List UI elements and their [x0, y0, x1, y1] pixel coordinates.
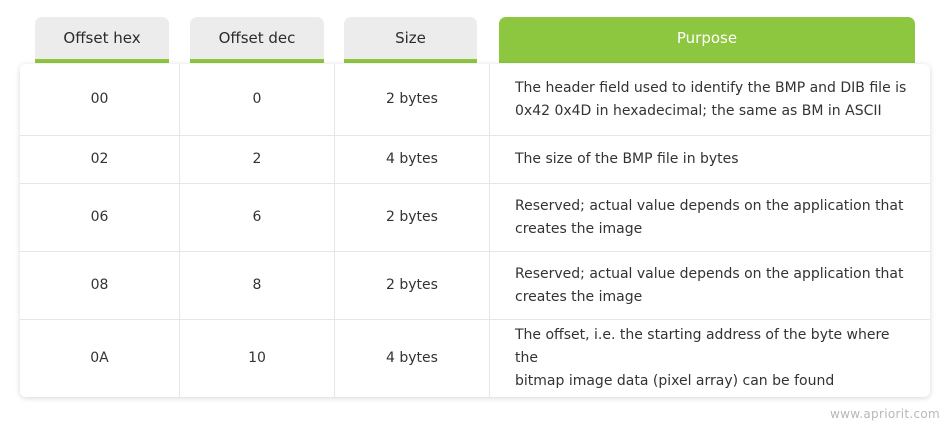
size-cell: 2 bytes [386, 209, 438, 225]
purpose-line: The offset, i.e. the starting address of… [515, 327, 890, 366]
column-divider [489, 64, 490, 397]
column-divider [334, 64, 335, 397]
offset-dec-cell: 0 [252, 91, 262, 107]
column-header-size: Size [344, 17, 477, 63]
purpose-line: creates the image [515, 288, 643, 305]
table-row: 06 6 2 bytes Reserved; actual value depe… [20, 184, 930, 252]
purpose-cell: The header field used to identify the BM… [490, 64, 930, 135]
offset-hex-cell: 08 [90, 277, 109, 293]
offset-dec-cell: 10 [248, 350, 266, 366]
column-header-purpose: Purpose [499, 17, 915, 63]
purpose-cell: The offset, i.e. the starting address of… [490, 320, 930, 397]
offset-hex-cell: 06 [90, 209, 109, 225]
purpose-line: Reserved; actual value depends on the ap… [515, 197, 904, 214]
size-cell: 2 bytes [386, 277, 438, 293]
column-divider [179, 64, 180, 397]
purpose-line: 0x42 0x4D in hexadecimal; the same as BM… [515, 102, 882, 119]
offset-dec-cell: 8 [252, 277, 262, 293]
purpose-line: The header field used to identify the BM… [515, 79, 907, 96]
bmp-header-table: 00 0 2 bytes The header field used to id… [20, 64, 930, 397]
purpose-cell: Reserved; actual value depends on the ap… [490, 252, 930, 319]
purpose-line: creates the image [515, 220, 643, 237]
table-row: 08 8 2 bytes Reserved; actual value depe… [20, 252, 930, 320]
offset-hex-cell: 00 [90, 91, 109, 107]
purpose-cell: The size of the BMP file in bytes [490, 136, 930, 183]
column-header-offset-dec: Offset dec [190, 17, 324, 63]
offset-dec-cell: 2 [252, 151, 262, 167]
size-cell: 4 bytes [386, 350, 438, 366]
purpose-line: The size of the BMP file in bytes [515, 151, 739, 167]
size-cell: 4 bytes [386, 151, 438, 167]
watermark: www.apriorit.com [830, 407, 940, 421]
offset-hex-cell: 0A [90, 350, 109, 366]
table-row: 0A 10 4 bytes The offset, i.e. the start… [20, 320, 930, 397]
purpose-line: bitmap image data (pixel array) can be f… [515, 373, 835, 389]
offset-dec-cell: 6 [252, 209, 262, 225]
size-cell: 2 bytes [386, 91, 438, 107]
offset-hex-cell: 02 [90, 151, 109, 167]
column-header-offset-hex: Offset hex [35, 17, 169, 63]
purpose-line: Reserved; actual value depends on the ap… [515, 265, 904, 282]
table-row: 00 0 2 bytes The header field used to id… [20, 64, 930, 136]
purpose-cell: Reserved; actual value depends on the ap… [490, 184, 930, 251]
table-row: 02 2 4 bytes The size of the BMP file in… [20, 136, 930, 184]
